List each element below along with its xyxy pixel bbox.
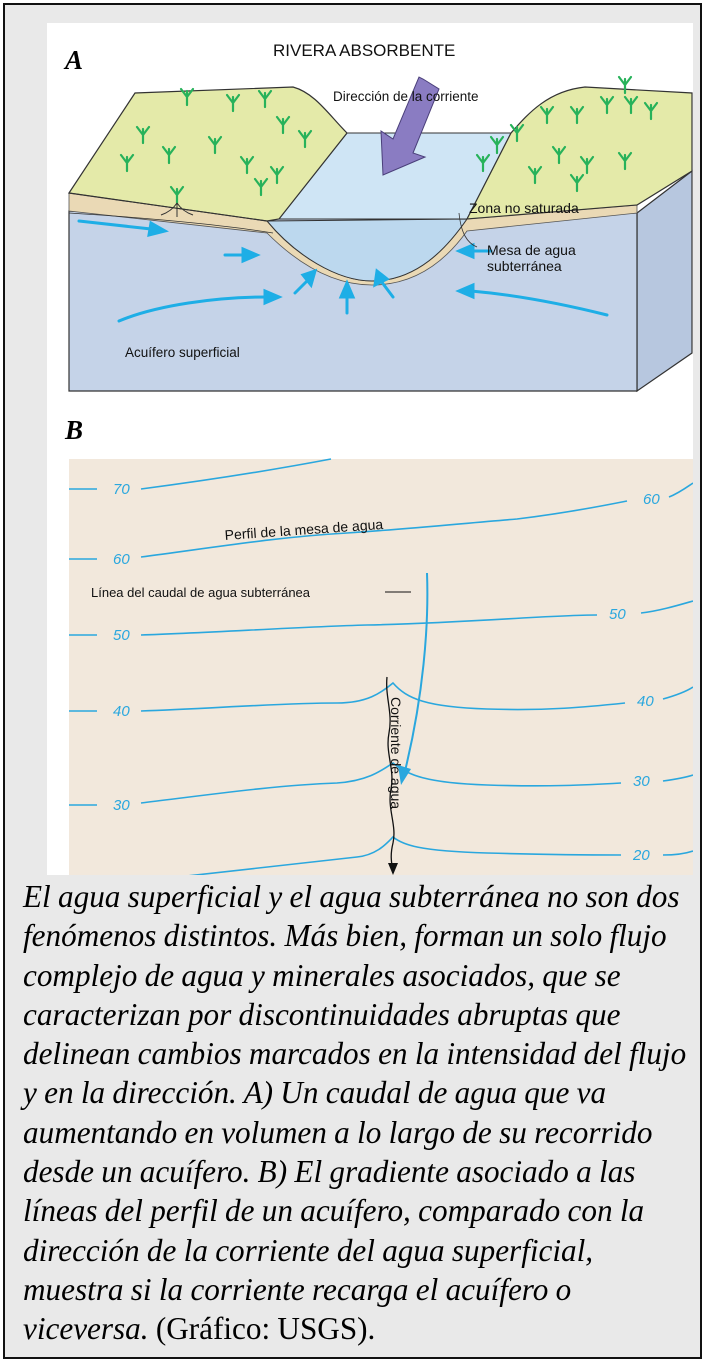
panel-a: A RIVERA ABSORBENTE Dirección de la corr… [47,23,693,397]
figure-caption: El agua superficial y el agua subterráne… [23,877,693,1349]
water-table-leader [458,212,478,248]
water-table-label-line2: subterránea [487,258,562,274]
groundwater-flow-line [404,572,429,772]
map-background [69,459,693,875]
contour-label-30-right: 30 [633,773,650,790]
groundwater-flow-arrowhead [398,765,411,785]
stream-line [386,676,395,874]
grass-tufts [119,75,659,205]
contour-label-60-left: 60 [113,551,130,568]
stream-arrowhead [388,863,398,875]
aquifer-label: Acuífero superficial [125,345,240,360]
contour-label-50-right: 50 [609,606,626,623]
contour-label-30-left: 30 [113,797,130,814]
unsaturated-zone-label: Zona no saturada [469,200,579,216]
groundwater-flow-line-label: Línea del caudal de agua subterránea [91,585,311,600]
water-table-label-line1: Mesa de agua [487,242,576,258]
panel-b: B 70 60 60 50 50 40 40 30 30 [47,397,693,875]
losing-stream-block-diagram: A RIVERA ABSORBENTE Dirección de la corr… [63,41,693,393]
figure-frame: A RIVERA ABSORBENTE Dirección de la corr… [3,3,702,1359]
contour-label-60-right: 60 [643,491,660,508]
river-trough [265,218,468,282]
caption-credit: (Gráfico: USGS). [155,1311,376,1347]
water-table-line [68,212,274,234]
flow-direction-label: Dirección de la corriente [333,89,479,104]
panel-b-letter: B [64,415,83,445]
current-direction-arrow [380,76,440,176]
panel-a-letter: A [63,45,83,75]
caption-text: El agua superficial y el agua subterráne… [23,879,687,1347]
contour-labels: 70 60 60 50 50 40 40 30 30 20 20 [113,481,660,864]
plant-roots [160,202,194,217]
contour-label-70: 70 [113,481,130,498]
groundwater-flow-arrows [77,219,609,323]
contour-label-40-left: 40 [113,703,130,720]
contour-lines [69,458,693,875]
water-table-contour-map: B 70 60 60 50 50 40 40 30 30 [64,415,693,875]
contour-label-40-right: 40 [637,693,654,710]
grass-surface-right [465,86,693,220]
block-right-face [636,169,693,393]
panel-a-title: RIVERA ABSORBENTE [273,41,455,60]
contour-label-20-right: 20 [632,847,650,864]
contour-label-50-left: 50 [113,627,130,644]
stream-label: Corriente de agua [388,697,404,809]
grass-surface-left [67,86,348,222]
